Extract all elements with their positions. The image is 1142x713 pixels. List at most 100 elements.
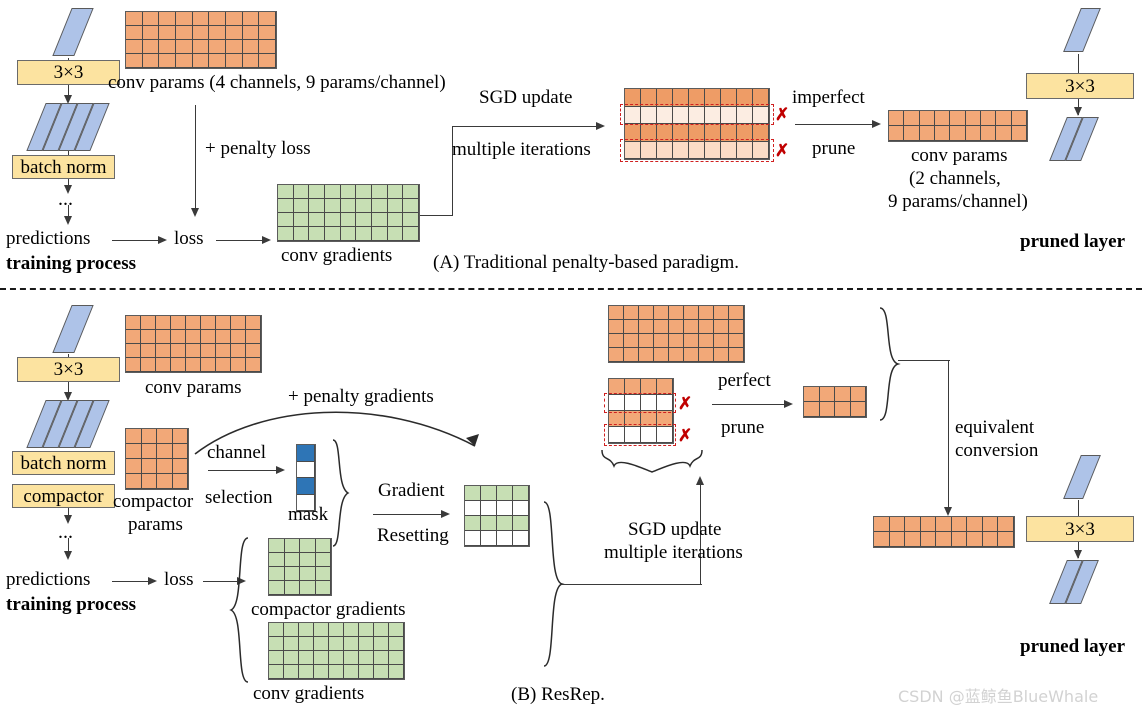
grid-cell <box>309 199 325 213</box>
grid-cell <box>403 213 419 227</box>
panel-b-arrow-loss-to-brace <box>203 581 241 582</box>
panel-b-pruned-feature-map-stack <box>1049 560 1106 604</box>
grid-cell <box>641 411 657 427</box>
panel-b-conversion-line-h <box>898 360 950 361</box>
panel-a-pruned-input-feature-map <box>1063 8 1101 52</box>
grid-cell <box>641 427 657 443</box>
grid-cell <box>714 306 729 320</box>
grid-cell <box>309 185 325 199</box>
grid-cell <box>639 334 654 348</box>
panel-b-gradient-reset-arrow <box>373 514 445 515</box>
grid-cell <box>625 106 641 124</box>
grid-cell <box>920 532 937 547</box>
grid-cell <box>284 581 300 595</box>
grid-cell <box>804 387 820 402</box>
panel-a-conv-params-grid <box>125 11 277 69</box>
grid-cell <box>192 26 210 40</box>
panel-b-pruned-compactor-grid <box>803 386 867 418</box>
grid-cell <box>372 185 388 199</box>
grid-cell <box>300 539 316 553</box>
grid-cell <box>325 185 341 199</box>
grid-cell <box>699 334 714 348</box>
panel-a-pruned-layer-label: pruned layer <box>1020 231 1126 252</box>
grid-cell <box>889 532 906 547</box>
grid-cell <box>673 141 689 159</box>
grid-cell <box>269 539 285 553</box>
grid-cell <box>729 320 744 334</box>
grid-cell <box>951 532 968 547</box>
grid-cell <box>481 486 497 501</box>
panel-a-pruned-params-grid <box>888 110 1028 142</box>
grid-cell <box>387 185 404 199</box>
panel-b-mask-caption: mask <box>288 504 329 525</box>
grid-cell <box>209 26 226 40</box>
grid-cell <box>374 623 389 637</box>
panel-a-caption: (A) Traditional penalty-based paradigm. <box>433 252 740 273</box>
grid-cell <box>654 334 669 348</box>
grid-cell <box>269 567 285 581</box>
grid-cell <box>171 330 186 344</box>
grid-cell <box>297 445 315 462</box>
grid-cell <box>673 106 689 124</box>
grid-cell <box>293 213 310 227</box>
grid-cell <box>737 106 753 124</box>
grid-cell <box>657 141 673 159</box>
grid-cell <box>192 12 210 26</box>
grid-cell <box>819 387 835 402</box>
panel-a-arrowhead-loss-to-grads <box>262 235 271 244</box>
grid-cell <box>403 185 419 199</box>
grid-cell <box>850 387 866 402</box>
grid-cell <box>850 402 866 417</box>
panel-b-input-feature-map <box>52 305 94 353</box>
panel-a-ellipsis: ... <box>58 188 73 210</box>
grid-cell <box>246 358 261 372</box>
panel-b-predictions-label: predictions <box>6 569 91 590</box>
grid-cell <box>359 651 374 665</box>
grid-cell <box>340 227 357 241</box>
grid-cell <box>216 344 231 358</box>
grid-cell <box>142 40 160 54</box>
grid-cell <box>201 316 216 330</box>
panel-b-x-mark-row2: ✗ <box>678 394 693 413</box>
panel-a-prune-arrowhead <box>872 119 881 128</box>
grid-cell <box>126 26 143 40</box>
grid-cell <box>201 330 216 344</box>
grid-cell <box>982 517 999 532</box>
grid-cell <box>714 334 729 348</box>
panel-b-conversion-line-v <box>948 360 949 514</box>
grid-cell <box>729 306 744 320</box>
grid-cell <box>209 54 226 68</box>
grid-cell <box>192 54 210 68</box>
panel-b-arrowhead-pred-to-loss <box>148 576 157 585</box>
grid-cell <box>753 89 769 107</box>
panel-b-perfect-prune-arrow <box>712 404 788 405</box>
grid-cell <box>657 106 673 124</box>
grid-cell <box>920 517 937 532</box>
grid-cell <box>299 665 314 679</box>
grid-cell <box>641 106 657 124</box>
panel-b-perfect-prune-arrowhead <box>784 399 793 408</box>
grid-cell <box>639 348 654 362</box>
panel-b-selection-label: selection <box>205 487 273 508</box>
panel-a-pruned-caption-line3: 9 params/channel) <box>888 191 1028 212</box>
panel-b-conv-params-grid <box>125 315 262 373</box>
grid-cell <box>374 665 389 679</box>
grid-cell <box>372 213 388 227</box>
grid-cell <box>689 89 705 107</box>
grid-cell <box>705 124 721 142</box>
grid-cell <box>497 486 513 501</box>
panel-a-pruned-caption-line2: (2 channels, <box>909 168 1001 189</box>
grid-cell <box>359 637 374 651</box>
panel-a-prune-marker-row4 <box>620 139 774 162</box>
grid-cell <box>259 54 276 68</box>
grid-cell <box>684 348 699 362</box>
panel-b-training-process-label: training process <box>6 594 137 615</box>
grid-cell <box>175 54 193 68</box>
panel-b-perfect-label: perfect <box>718 370 771 391</box>
grid-cell <box>874 532 890 547</box>
grid-cell <box>641 89 657 107</box>
grid-cell <box>513 516 529 531</box>
grid-cell <box>729 334 744 348</box>
grid-cell <box>729 348 744 362</box>
grid-cell <box>641 141 657 159</box>
